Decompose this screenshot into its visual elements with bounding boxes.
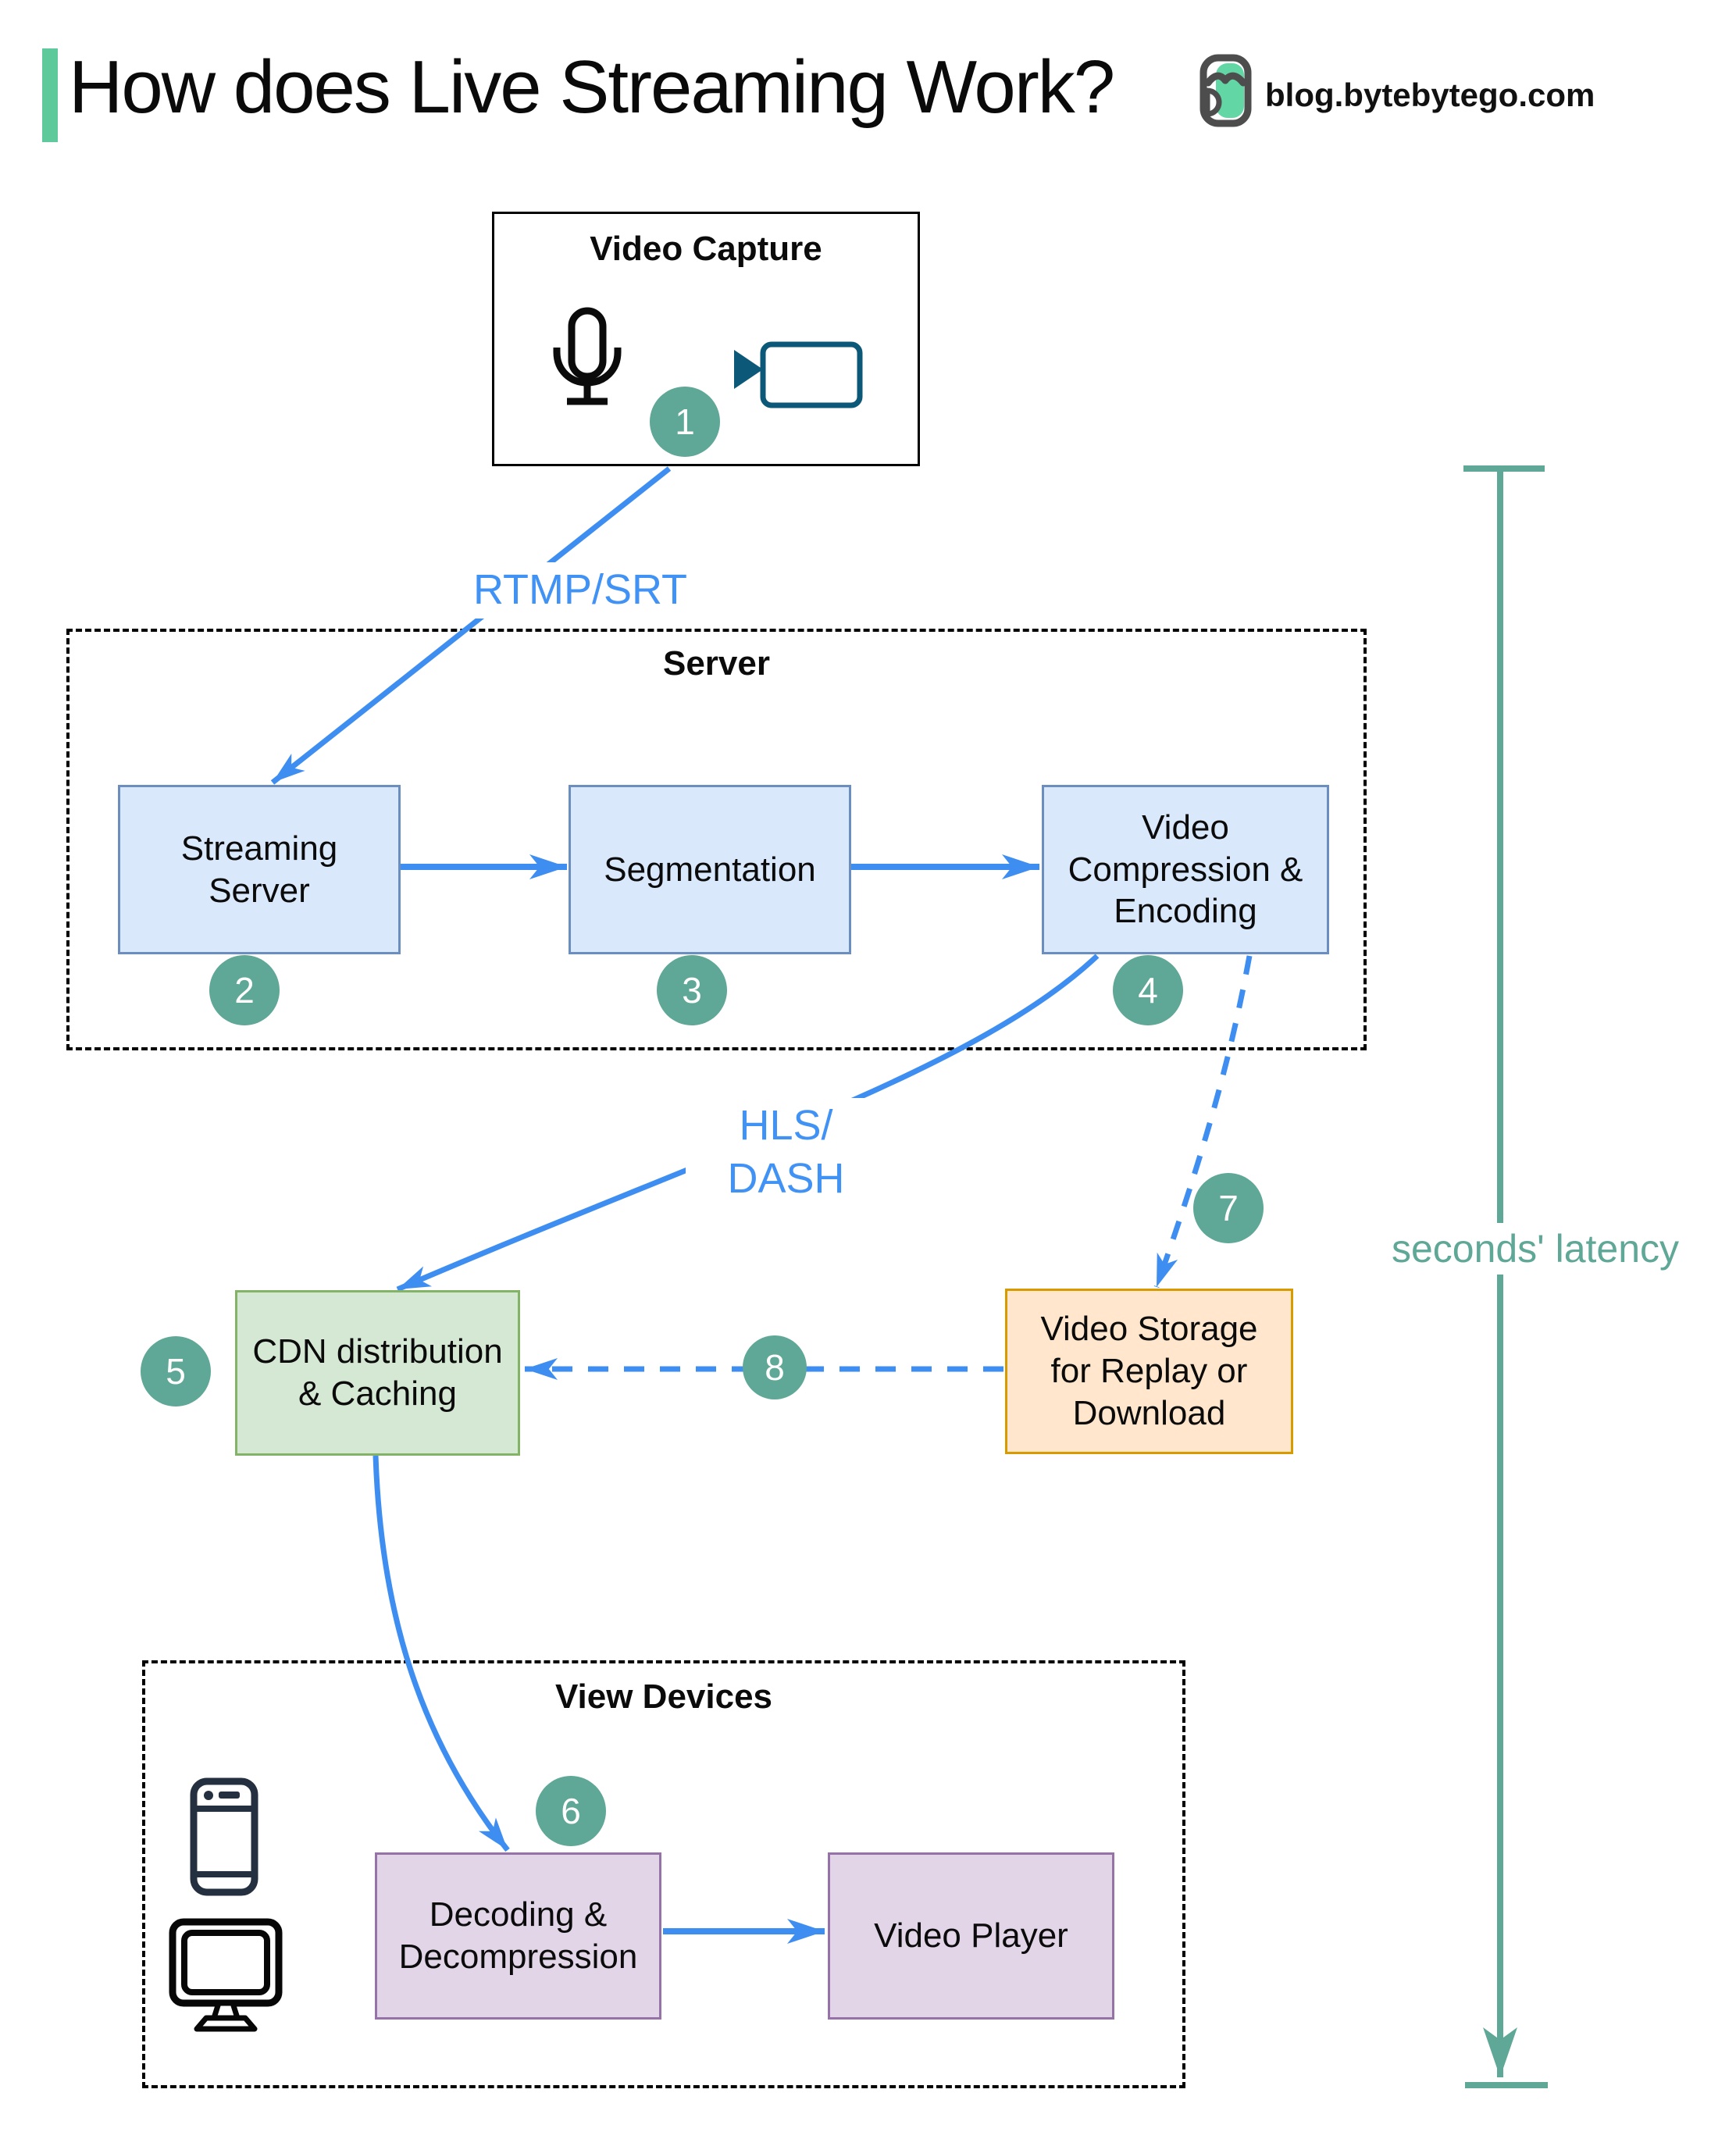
microphone-icon — [553, 307, 622, 405]
node-cdn: CDN distribution & Caching — [235, 1290, 520, 1456]
server-group-label: Server — [662, 644, 770, 683]
node-video-compression: Video Compression & Encoding — [1042, 785, 1329, 954]
step-circle-6: 6 — [536, 1776, 606, 1846]
view-devices-group-box: View Devices — [142, 1660, 1185, 2088]
step-circle-3: 3 — [657, 955, 727, 1025]
step-circle-2: 2 — [209, 955, 280, 1025]
step-circle-4: 4 — [1113, 955, 1183, 1025]
node-segmentation: Segmentation — [569, 785, 851, 954]
step-circle-5: 5 — [141, 1336, 211, 1406]
edge-storage-dashed-arrow — [1153, 955, 1253, 1289]
step-circle-7: 7 — [1193, 1173, 1264, 1243]
step-circle-1: 1 — [650, 387, 720, 457]
page-title: How does Live Streaming Work? — [69, 45, 1115, 129]
bytebytego-logo-icon — [1200, 54, 1252, 127]
node-decoding: Decoding & Decompression — [375, 1852, 661, 2020]
desktop-monitor-icon — [169, 1918, 283, 2032]
edge-rtmp-arrow — [270, 466, 672, 785]
video-camera-icon — [734, 341, 863, 408]
edge-cdn-to-decoding — [373, 1455, 510, 1852]
view-devices-group-label: View Devices — [554, 1677, 773, 1716]
site-url: blog.bytebytego.com — [1265, 77, 1595, 113]
node-video-storage: Video Storage for Replay or Download — [1005, 1289, 1293, 1454]
edge-label-rtmp: RTMP/SRT — [442, 562, 718, 619]
latency-label: seconds' latency — [1371, 1223, 1699, 1275]
node-streaming-server: Streaming Server — [118, 785, 401, 954]
video-capture-label: Video Capture — [590, 230, 822, 268]
title-accent-bar — [42, 48, 58, 142]
smartphone-icon — [190, 1777, 258, 1896]
node-video-player: Video Player — [828, 1852, 1114, 2020]
edge-label-hls: HLS/ DASH — [686, 1098, 886, 1207]
server-group-box: Server — [66, 629, 1367, 1050]
step-circle-8: 8 — [743, 1335, 807, 1399]
